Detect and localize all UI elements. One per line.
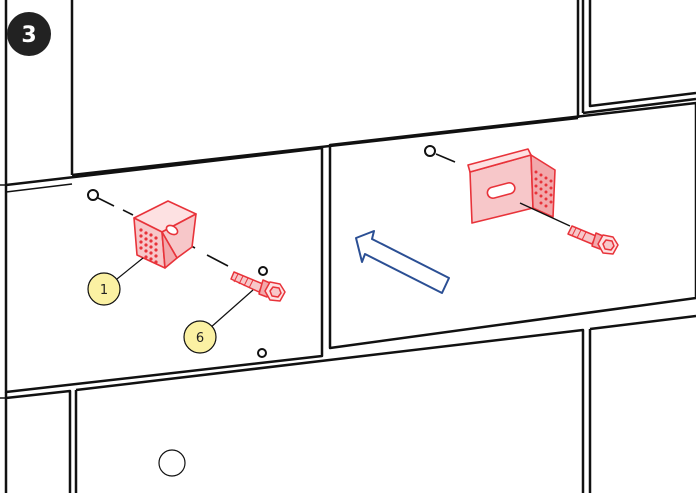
- callout-leaders: [111, 257, 254, 329]
- wall-panel-bottom-middle: [74, 328, 585, 493]
- guide-lines: [519, 202, 571, 227]
- wall-panel-middle-left: [4, 146, 324, 394]
- angle-bracket-icon: [467, 148, 556, 224]
- anchor-bolt-icon: [230, 271, 286, 302]
- large-hole: [158, 449, 186, 477]
- drill-hole: [257, 348, 267, 358]
- wall-panel-bottom-left: [4, 389, 72, 493]
- callout-1: 1: [87, 272, 121, 306]
- drill-holes: [87, 145, 436, 477]
- callout-6-label: 6: [196, 331, 204, 346]
- step-number: 3: [21, 23, 36, 48]
- drill-hole: [424, 145, 436, 157]
- step-badge: 3: [7, 12, 51, 56]
- wall-panel-top-right: [582, 0, 696, 115]
- wall-panel-top-left: [4, 0, 74, 175]
- angle-bracket-icon: [133, 200, 197, 269]
- perforations: [534, 170, 553, 208]
- perforations: [139, 228, 158, 264]
- wall-panel-middle-right: [328, 101, 696, 350]
- anchor-bolt-icon: [567, 225, 619, 255]
- drill-hole: [87, 189, 99, 201]
- wall-panel-top-middle: [71, 0, 585, 177]
- callout-6: 6: [183, 320, 217, 354]
- callout-1-label: 1: [100, 283, 108, 298]
- direction-arrow-icon: [355, 230, 450, 294]
- wall-panel-bottom-right: [588, 314, 696, 493]
- drill-hole: [258, 266, 268, 276]
